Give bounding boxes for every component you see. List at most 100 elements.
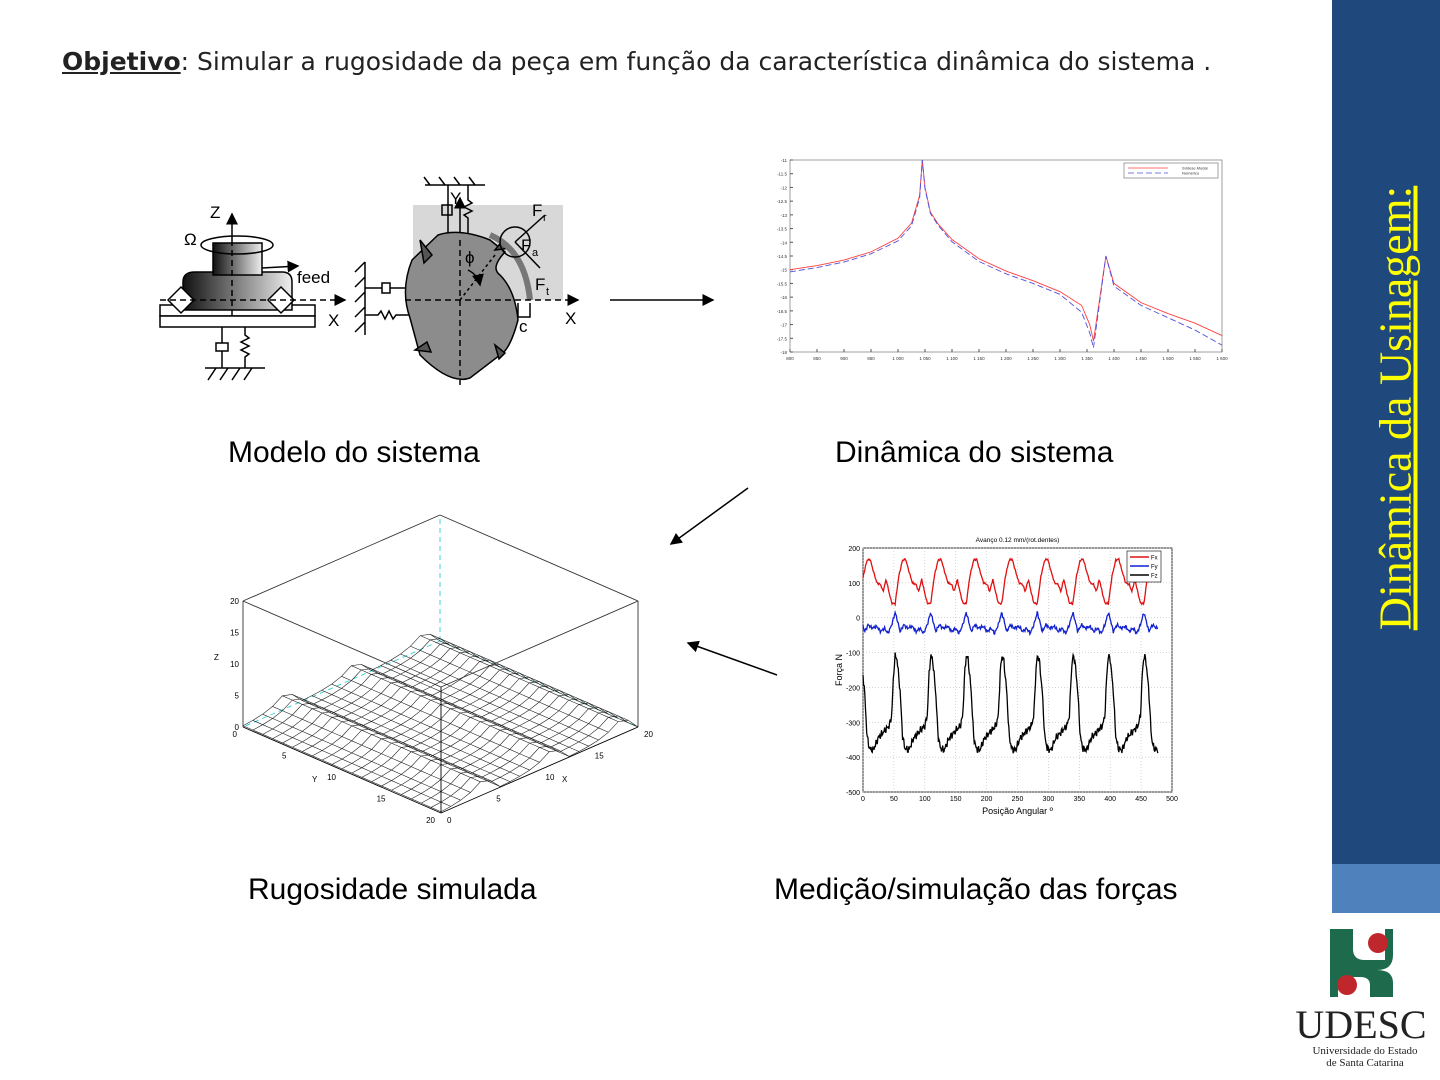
- y-tick-label: 5: [282, 752, 287, 761]
- x-tick-label: 1 500: [1162, 356, 1174, 361]
- x-tick-label: 1 450: [1135, 356, 1147, 361]
- x-tick-label: 950: [867, 356, 875, 361]
- mesh-line: [411, 707, 609, 800]
- x-tick-label: 1 350: [1081, 356, 1093, 361]
- mesh-line: [391, 698, 589, 791]
- y-tick-label: -17.5: [777, 336, 788, 341]
- x-tick-label: 900: [840, 356, 848, 361]
- logo-name: UDESC: [1295, 1002, 1427, 1047]
- y-tick-label: -14.5: [777, 254, 788, 259]
- flow-arrow-left: [686, 640, 778, 676]
- force-plot-area: [862, 547, 1173, 793]
- y-tick-label: -13: [780, 213, 787, 218]
- legend-label: Fz: [1151, 574, 1158, 580]
- y-axis-label: Y: [312, 775, 318, 784]
- x-tick-label: 800: [786, 356, 794, 361]
- x-tick-label: 1 250: [1027, 356, 1039, 361]
- mesh-line: [262, 713, 461, 801]
- z-tick-label: 5: [235, 692, 240, 701]
- x-tick-label: 1 300: [1054, 356, 1066, 361]
- y-tick-label: -200: [846, 685, 860, 692]
- y-tick-label: -11: [781, 158, 788, 163]
- x-tick-label: 100: [919, 796, 931, 803]
- y-tick-label: -18: [780, 350, 787, 355]
- y-tick-label: -16.5: [777, 309, 788, 314]
- box-edge: [440, 726, 639, 814]
- z-axis-label: Z: [214, 653, 219, 662]
- force-x-axis-label: Posição Angular º: [982, 806, 1054, 816]
- y-tick-label: -17: [780, 323, 787, 328]
- udesc-emblem: [1330, 929, 1393, 997]
- label-feed: feed: [297, 268, 330, 287]
- x-tick-label: 200: [981, 796, 993, 803]
- label-phi: ϕ: [465, 248, 475, 267]
- mesh-line: [252, 720, 451, 807]
- label-fa-sub: a: [532, 247, 539, 259]
- x-tick-label: 10: [546, 773, 555, 782]
- mesh-line: [381, 694, 579, 787]
- y-tick-label: -15.5: [777, 281, 788, 286]
- mesh-line: [292, 694, 491, 781]
- y-tick-label: -300: [846, 720, 860, 727]
- series-line-síntese-modal: [789, 159, 1223, 342]
- mesh-line: [421, 711, 619, 804]
- mesh-line: [331, 683, 530, 771]
- z-tick-label: 0: [235, 723, 240, 732]
- y-tick-label: 10: [327, 773, 336, 782]
- objective-body: : Simular a rugosidade da peça em função…: [180, 47, 1212, 76]
- mesh-line: [282, 695, 481, 783]
- sidebar-accent-band: [1332, 864, 1440, 913]
- x-axis-label: X: [562, 775, 568, 784]
- label-ft: F: [535, 275, 545, 294]
- frf-legend: [1123, 162, 1219, 179]
- label-z: Z: [210, 203, 220, 222]
- system-model-diagram: [159, 176, 778, 676]
- box-edge: [242, 600, 442, 688]
- y-tick-label: -12.5: [777, 199, 788, 204]
- y-tick-label: 0: [233, 730, 238, 739]
- series-line-fy: [862, 609, 1159, 636]
- series-line-numérico: [789, 159, 1223, 348]
- legend-label: Fx: [1151, 556, 1158, 562]
- x-tick-label: 20: [644, 730, 653, 739]
- x-tick-label: 500: [1166, 796, 1178, 803]
- mesh-line: [440, 719, 639, 812]
- x-tick-label: 400: [1104, 796, 1116, 803]
- x-tick-label: 1 000: [892, 356, 904, 361]
- z-tick-label: 20: [230, 597, 239, 606]
- y-tick-label: -11.5: [777, 172, 787, 177]
- y-tick-label: -400: [846, 755, 860, 762]
- x-tick-label: 1 100: [946, 356, 958, 361]
- mesh-line: [361, 685, 559, 778]
- label-x-right: X: [565, 309, 576, 328]
- x-tick-label: 0: [447, 816, 452, 825]
- frf-plot-area: [789, 159, 1223, 353]
- mesh-line: [321, 690, 520, 777]
- series-line-fz: [862, 652, 1159, 754]
- x-tick-label: 15: [595, 752, 604, 761]
- y-tick-label: 20: [426, 816, 435, 825]
- legend-label: Síntese Modal: [1182, 166, 1208, 171]
- force-chart-title: Avanço 0.12 mm/(rot.dentes): [976, 537, 1060, 544]
- box-edge: [242, 514, 441, 602]
- mesh-line: [242, 633, 441, 726]
- caption-dynamics: Dinâmica do sistema: [835, 436, 1114, 469]
- y-tick-label: 15: [377, 795, 386, 804]
- x-tick-label: 1 150: [973, 356, 985, 361]
- sidebar-band: [1332, 0, 1440, 864]
- x-tick-label: 1 550: [1189, 356, 1201, 361]
- mesh-line: [430, 715, 629, 808]
- mesh-line: [272, 646, 470, 739]
- box-edge: [242, 726, 442, 814]
- label-fr: F: [532, 201, 542, 220]
- label-c: c: [519, 317, 528, 336]
- mesh-line: [242, 725, 442, 813]
- z-tick-label: 15: [230, 629, 239, 638]
- y-tick-label: -14: [780, 240, 787, 245]
- label-x-left: X: [328, 311, 339, 330]
- y-tick-label: -100: [846, 651, 860, 658]
- slide-title-vertical: Dinâmica da Usinagem:: [1369, 185, 1421, 631]
